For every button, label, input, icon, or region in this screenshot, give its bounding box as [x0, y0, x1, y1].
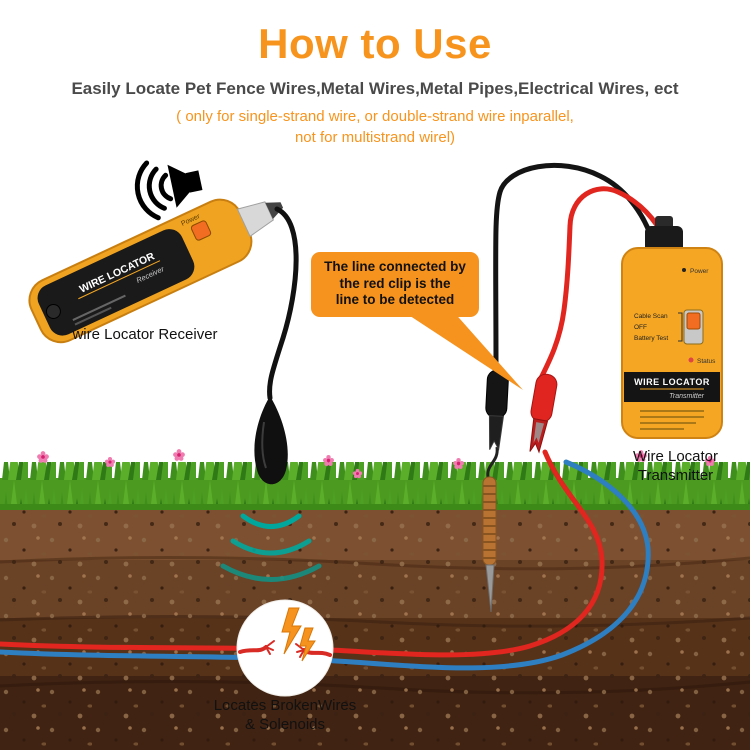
receiver-tip-nub — [265, 202, 284, 220]
transmitter-label-line1: Wire Locator — [632, 448, 719, 465]
usage-note: ( only for single-strand wire, or double… — [0, 106, 750, 148]
page-title: How to Use — [258, 20, 492, 67]
usage-note-line2: not for multistrand wirel) — [294, 129, 456, 146]
callout-pointer — [398, 308, 523, 390]
callout-line3: line to be detected — [335, 292, 455, 307]
transmitter-brand: WIRE LOCATOR — [634, 377, 710, 387]
receiver-cable — [267, 206, 299, 401]
soil — [0, 505, 750, 750]
transmitter-device: Power Cable Scan OFF Battery Test Status… — [621, 216, 723, 439]
red-test-lead — [538, 186, 667, 381]
transmitter-power-label: Power — [690, 268, 709, 275]
status-led — [688, 357, 694, 363]
underground-blue-wire — [0, 459, 651, 671]
sonar-waves-icon — [220, 513, 322, 582]
receiver-power-button — [190, 220, 212, 241]
receiver-metal-tip — [236, 201, 274, 238]
underground-label-line2: & Solenoids — [244, 716, 326, 733]
switch-option-off: OFF — [634, 324, 647, 331]
black-clip — [485, 369, 509, 451]
lightning-bolt-icon — [281, 607, 302, 655]
break-highlight-circle — [236, 599, 334, 697]
callout-line2: the red clip is the — [339, 275, 451, 291]
underground-red-wire — [0, 449, 605, 658]
sound-waves-icon — [134, 160, 174, 221]
callout-bubble: The line connected by the red clip is th… — [311, 252, 479, 317]
subtitle: Easily Locate Pet Fence Wires,Metal Wire… — [71, 79, 679, 98]
copper-coil — [482, 476, 497, 566]
speaker-icon — [134, 160, 203, 221]
switch-option-battery-test: Battery Test — [634, 335, 668, 342]
usage-note-line1: ( only for single-strand wire, or double… — [176, 108, 574, 125]
transmitter-label: Wire Locator Transmitter — [608, 447, 743, 485]
transmitter-status-label: Status — [697, 358, 716, 365]
lightning-bolt-icon — [299, 627, 316, 662]
transmitter-label-line2: Transmitter — [637, 467, 714, 484]
switch-option-cable-scan: Cable Scan — [634, 313, 668, 320]
ground-stake — [482, 446, 499, 613]
underground-label-line1: Locates BrokenWires — [213, 697, 357, 714]
stake-spike — [485, 564, 495, 613]
underground-label: Locates BrokenWires & Solenoids — [165, 696, 405, 734]
ground-probe — [254, 396, 288, 485]
grass — [0, 462, 750, 510]
receiver-device: WIRE LOCATOR Receiver Power — [28, 198, 284, 344]
callout-line1: The line connected by — [324, 259, 466, 274]
red-clip — [529, 373, 558, 454]
transmitter-model: Transmitter — [669, 393, 705, 400]
receiver-label: wire Locator Receiver — [72, 326, 218, 343]
